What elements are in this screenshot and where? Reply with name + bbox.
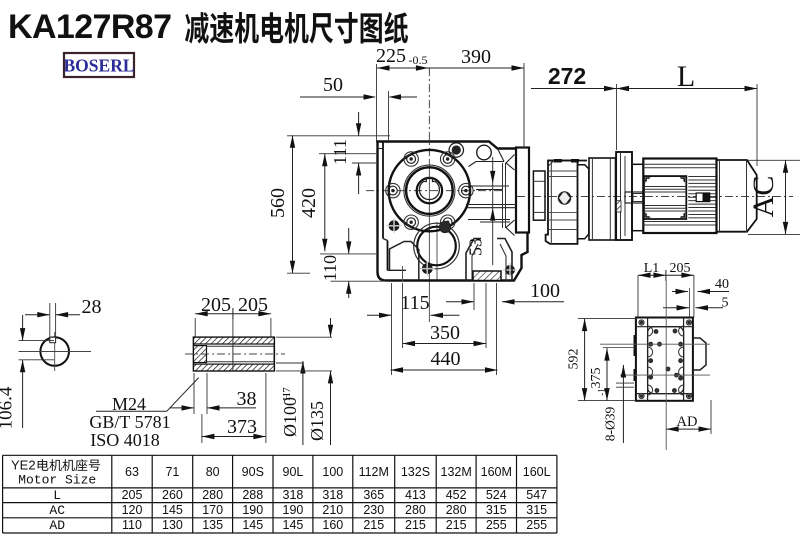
- svg-text:145: 145: [283, 518, 304, 532]
- svg-text:-0.5: -0.5: [409, 53, 428, 67]
- svg-text:288: 288: [242, 488, 263, 502]
- svg-text:524: 524: [486, 488, 507, 502]
- svg-text:420: 420: [298, 188, 320, 218]
- svg-text:255: 255: [486, 518, 507, 532]
- svg-text:-1: -1: [597, 388, 607, 396]
- svg-text:318: 318: [283, 488, 304, 502]
- svg-text:365: 365: [363, 488, 384, 502]
- svg-text:547: 547: [526, 488, 547, 502]
- svg-text:145: 145: [162, 503, 183, 517]
- svg-text:111: 111: [330, 139, 350, 165]
- svg-text:80: 80: [206, 465, 220, 479]
- svg-text:280: 280: [446, 503, 467, 517]
- svg-text:90S: 90S: [242, 465, 264, 479]
- svg-text:560: 560: [267, 188, 289, 218]
- svg-text:215: 215: [363, 518, 384, 532]
- svg-text:110: 110: [320, 255, 340, 281]
- svg-text:53: 53: [466, 238, 486, 256]
- svg-text:190: 190: [283, 503, 304, 517]
- svg-text:110: 110: [122, 518, 142, 532]
- svg-text:63: 63: [125, 465, 139, 479]
- svg-text:112M: 112M: [359, 465, 389, 479]
- svg-text:390: 390: [461, 46, 491, 68]
- svg-text:AC: AC: [49, 503, 65, 518]
- svg-text:160L: 160L: [523, 465, 551, 479]
- svg-text:160: 160: [322, 518, 343, 532]
- svg-text:260: 260: [162, 488, 183, 502]
- svg-text:413: 413: [405, 488, 426, 502]
- svg-text:280: 280: [202, 488, 223, 502]
- svg-text:Ø100: Ø100: [280, 397, 300, 437]
- svg-text:28: 28: [82, 296, 102, 318]
- svg-text:132M: 132M: [441, 465, 472, 479]
- svg-text:KA127R87: KA127R87: [8, 8, 171, 46]
- svg-text:M24: M24: [112, 394, 146, 414]
- svg-text:AD: AD: [677, 414, 698, 430]
- svg-text:AD: AD: [49, 518, 65, 533]
- svg-text:215: 215: [405, 518, 426, 532]
- svg-text:5: 5: [722, 296, 729, 311]
- svg-text:205: 205: [201, 294, 231, 316]
- svg-text:315: 315: [526, 503, 547, 517]
- svg-text:280: 280: [405, 503, 426, 517]
- svg-text:Ø135: Ø135: [307, 401, 327, 441]
- svg-text:205: 205: [670, 261, 691, 276]
- svg-text:90L: 90L: [283, 465, 304, 479]
- svg-text:38: 38: [237, 388, 257, 410]
- svg-text:272: 272: [548, 63, 586, 89]
- svg-text:160M: 160M: [481, 465, 512, 479]
- svg-text:50: 50: [323, 74, 343, 96]
- svg-text:BOSERL: BOSERL: [64, 56, 135, 76]
- svg-text:YE2: YE2: [11, 458, 36, 473]
- svg-text:318: 318: [322, 488, 343, 502]
- svg-text:452: 452: [446, 488, 467, 502]
- svg-text:130: 130: [162, 518, 183, 532]
- svg-text:225: 225: [376, 45, 406, 67]
- svg-text:170: 170: [202, 503, 223, 517]
- svg-text:255: 255: [526, 518, 547, 532]
- svg-text:375: 375: [589, 368, 604, 389]
- svg-text:135: 135: [202, 518, 223, 532]
- svg-text:L: L: [677, 60, 695, 93]
- svg-text:210: 210: [322, 503, 343, 517]
- svg-text:8-Ø39: 8-Ø39: [603, 407, 618, 442]
- svg-text:215: 215: [446, 518, 467, 532]
- svg-text:440: 440: [431, 348, 461, 370]
- svg-text:315: 315: [486, 503, 507, 517]
- svg-text:40: 40: [715, 277, 729, 292]
- svg-text:120: 120: [122, 503, 143, 517]
- svg-text:106.4: 106.4: [0, 386, 17, 429]
- svg-text:L1: L1: [644, 261, 660, 276]
- svg-text:H7: H7: [281, 387, 293, 401]
- svg-text:592: 592: [567, 349, 582, 370]
- svg-text:Motor Size: Motor Size: [18, 473, 96, 488]
- svg-text:100: 100: [530, 280, 560, 302]
- svg-text:205: 205: [238, 294, 268, 316]
- svg-text:71: 71: [165, 465, 179, 479]
- svg-text:350: 350: [430, 322, 460, 344]
- svg-text:230: 230: [363, 503, 384, 517]
- svg-text:ISO 4018: ISO 4018: [90, 430, 160, 450]
- svg-text:GB/T 5781: GB/T 5781: [89, 412, 170, 432]
- svg-text:AC: AC: [747, 176, 780, 218]
- svg-text:115: 115: [400, 292, 429, 314]
- svg-text:373: 373: [227, 416, 257, 438]
- svg-text:100: 100: [322, 465, 343, 479]
- svg-text:132S: 132S: [401, 465, 430, 479]
- svg-text:190: 190: [242, 503, 263, 517]
- svg-text:145: 145: [242, 518, 263, 532]
- svg-text:L: L: [53, 488, 61, 503]
- svg-text:205: 205: [122, 488, 143, 502]
